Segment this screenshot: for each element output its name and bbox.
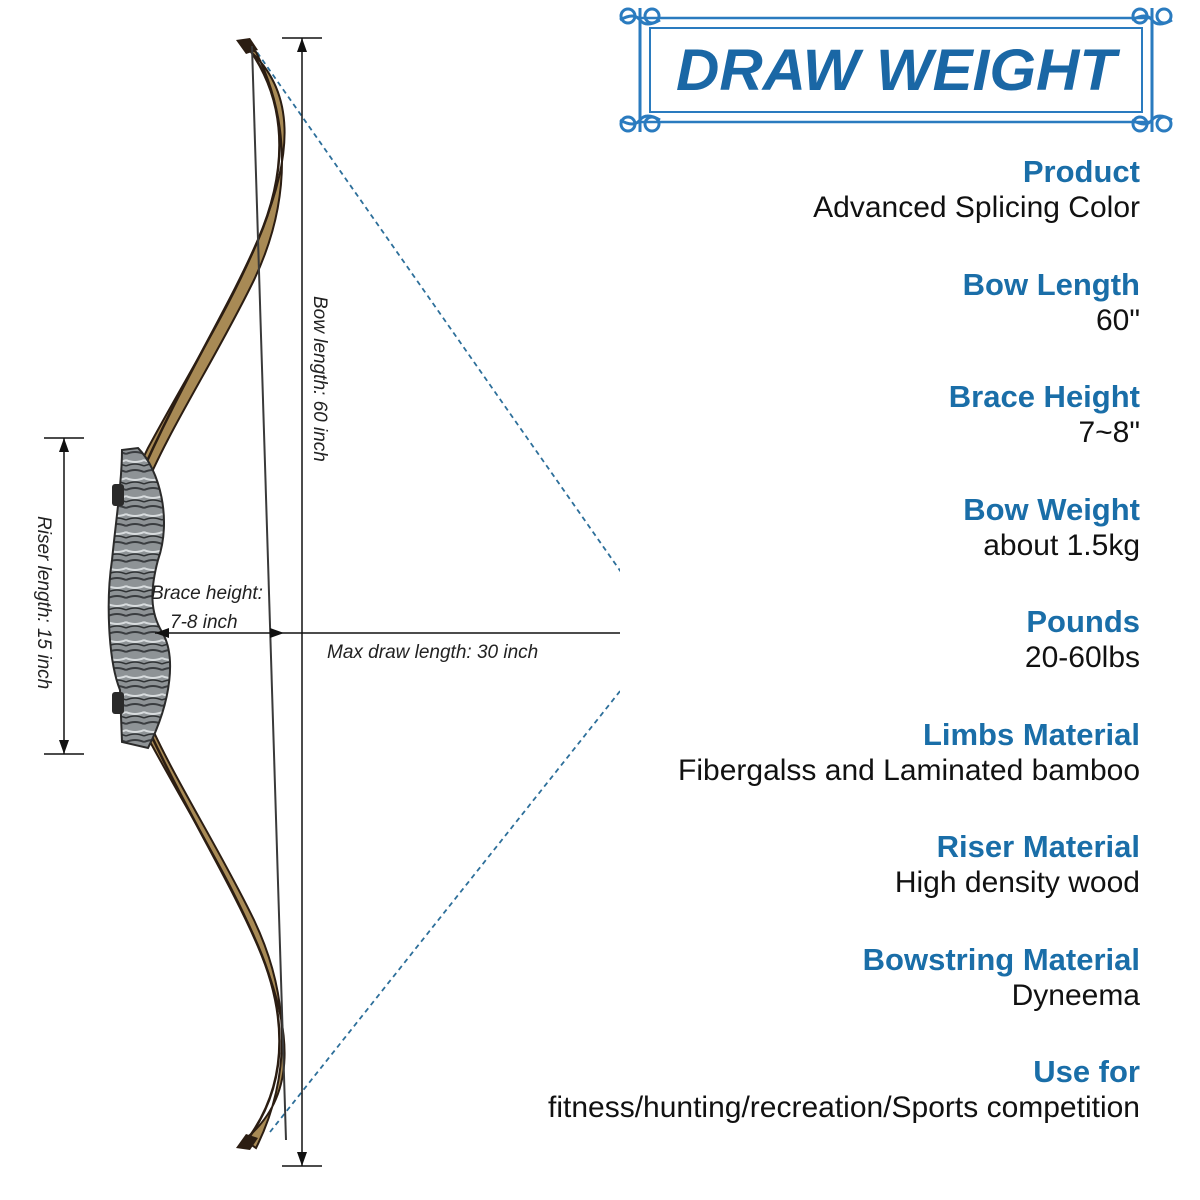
spec-value: about 1.5kg [983, 528, 1140, 562]
banner-title: DRAW WEIGHT [676, 38, 1121, 103]
spec-value: 60" [1095, 303, 1140, 337]
spec-value: fitness/hunting/recreation/Sports compet… [548, 1091, 1140, 1124]
spec-label: Product [1022, 154, 1140, 189]
max-draw-length-label: Max draw length: 30 inch [327, 642, 538, 663]
bow-length-arrow-top [297, 38, 307, 52]
riser-length-label: Riser length: 15 inch [33, 516, 54, 689]
guide-line-bottom [269, 689, 620, 1133]
spec-item: Limbs Material Fibergalss and Laminated … [420, 717, 1140, 830]
spec-label: Bowstring Material [862, 941, 1140, 977]
banner-inner-border [649, 27, 1143, 113]
spec-item: Brace Height 7~8" [420, 379, 1140, 492]
spec-value: 20-60lbs [1024, 641, 1140, 674]
spec-item: Pounds 20-60lbs [420, 604, 1140, 717]
guide-line-top [251, 44, 620, 573]
riser [107, 446, 171, 750]
lower-limb-tip [236, 1134, 258, 1150]
spec-value: High density wood [894, 866, 1140, 899]
spec-label: Bow Weight [963, 491, 1140, 527]
brace-height-arrow-end [270, 628, 284, 638]
riser-length-arrow-top [59, 438, 69, 452]
spec-label: Brace Height [948, 379, 1140, 414]
spec-label: Use for [1033, 1054, 1140, 1089]
spec-value: Dyneema [1011, 978, 1140, 1012]
spec-item: Product Advanced Splicing Color [420, 154, 1140, 267]
spec-value: Advanced Splicing Color [813, 191, 1140, 224]
spec-item: Bow Weight about 1.5kg [420, 492, 1140, 605]
lower-limb-bolt [112, 692, 124, 714]
bow-diagram: Bow length: 60 inch Riser length: 15 inc… [33, 37, 620, 1167]
brace-height-label-line2: 7-8 inch [170, 612, 238, 633]
riser-length-arrow-bottom [59, 740, 69, 754]
upper-limb [126, 45, 286, 497]
lower-limb-edge [133, 699, 281, 1137]
spec-label: Pounds [1026, 604, 1140, 639]
spec-item: Riser Material High density wood [420, 829, 1140, 942]
spec-value: Fibergalss and Laminated bamboo [678, 753, 1140, 787]
spec-label: Limbs Material [922, 716, 1140, 752]
draw-length-arrow-start [155, 628, 169, 638]
spec-item: Bowstring Material Dyneema [420, 942, 1140, 1055]
spec-item: Use for fitness/hunting/recreation/Sport… [420, 1054, 1140, 1167]
bow-length-arrow-bottom [297, 1152, 307, 1166]
brace-height-label-line1: Brace height: [151, 583, 263, 604]
banner-outer-border [638, 16, 1154, 124]
spec-item: Bow Length 60" [420, 267, 1140, 380]
spec-label: Bow Length [962, 266, 1140, 302]
bow-length-label: Bow length: 60 inch [309, 296, 330, 462]
lower-limb [127, 689, 286, 1150]
spec-list: Product Advanced Splicing Color Bow Leng… [420, 154, 1140, 1167]
bowstring [251, 45, 287, 1141]
spec-label: Riser Material [936, 829, 1140, 864]
spec-value: 7~8" [1078, 416, 1140, 449]
upper-limb-bolt [112, 484, 124, 506]
title-banner: DRAW WEIGHT [619, 7, 1173, 133]
